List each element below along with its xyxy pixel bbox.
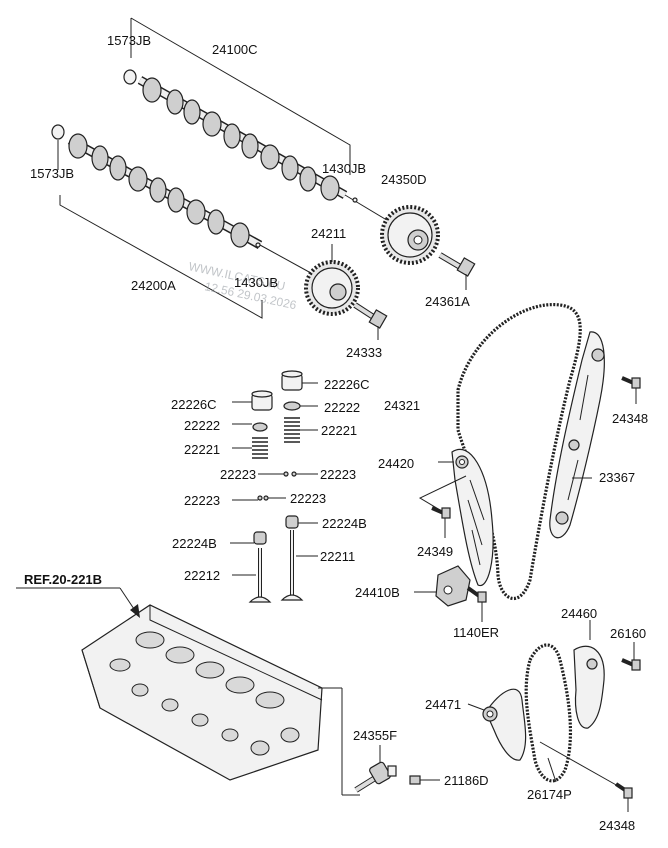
callout-22211[interactable]: 22211 <box>320 549 355 564</box>
oil-pump-chain-tensioner <box>467 688 527 761</box>
callout-22223-c[interactable]: 22223 <box>184 493 220 508</box>
callout-22223-b[interactable]: 22223 <box>320 467 356 482</box>
callout-24200a[interactable]: 24200A <box>131 278 176 293</box>
callout-24100c[interactable]: 24100C <box>212 42 258 57</box>
bolt-24333 <box>353 302 388 340</box>
callout-24333[interactable]: 24333 <box>346 345 382 360</box>
callout-24350d[interactable]: 24350D <box>381 172 427 187</box>
timing-chain <box>456 303 582 601</box>
callout-24471[interactable]: 24471 <box>425 697 461 712</box>
camshaft-leaders <box>57 17 351 319</box>
ocv-filter <box>409 775 440 785</box>
bolt-26160 <box>621 642 641 671</box>
reference-label[interactable]: REF.20-221B <box>24 572 102 587</box>
chain-guide <box>549 331 605 539</box>
callout-1573jb-top[interactable]: 1573JB <box>107 33 151 48</box>
callout-24348-bottom[interactable]: 24348 <box>599 818 635 833</box>
callout-22226c-right[interactable]: 22226C <box>324 377 370 392</box>
callout-22224b-right[interactable]: 22224B <box>322 516 367 531</box>
callout-26160[interactable]: 26160 <box>610 626 646 641</box>
bolt-24348-top <box>621 376 641 404</box>
callout-22212[interactable]: 22212 <box>184 568 220 583</box>
cylinder-head <box>81 604 360 796</box>
callout-26174p[interactable]: 26174P <box>527 787 572 802</box>
callout-24321[interactable]: 24321 <box>384 398 420 413</box>
callout-22222-right[interactable]: 22222 <box>324 400 360 415</box>
callout-24355f[interactable]: 24355F <box>353 728 397 743</box>
callout-1430jb-mid[interactable]: 1430JB <box>234 275 278 290</box>
callout-23367[interactable]: 23367 <box>599 470 635 485</box>
callout-24410b[interactable]: 24410B <box>355 585 400 600</box>
oil-control-valve <box>354 745 397 793</box>
callout-1140er[interactable]: 1140ER <box>453 625 499 640</box>
callout-22224b-left[interactable]: 22224B <box>172 536 217 551</box>
bolt-24361a <box>438 252 476 290</box>
reference-pointer <box>16 587 140 618</box>
callout-24349[interactable]: 24349 <box>417 544 453 559</box>
callout-22223-a[interactable]: 22223 <box>220 467 256 482</box>
bolt-1140er <box>466 586 487 622</box>
tensioner-arm <box>418 448 494 587</box>
callout-24361a[interactable]: 24361A <box>425 294 470 309</box>
oil-pump-chain <box>524 643 573 783</box>
bolt-24348-bottom <box>539 741 633 812</box>
exhaust-camshaft <box>123 69 391 223</box>
cvvt-sprocket <box>380 205 440 265</box>
callout-1430jb-top[interactable]: 1430JB <box>322 161 366 176</box>
callout-24348-top[interactable]: 24348 <box>612 411 648 426</box>
valve-train <box>230 370 318 603</box>
oil-pump-chain-guide <box>573 620 605 729</box>
callout-24460[interactable]: 24460 <box>561 606 597 621</box>
callout-22221-left[interactable]: 22221 <box>184 442 220 457</box>
callout-22221-right[interactable]: 22221 <box>321 423 357 438</box>
callout-22226c-left[interactable]: 22226C <box>171 397 217 412</box>
callout-24211[interactable]: 24211 <box>311 226 346 241</box>
callout-1573jb-left[interactable]: 1573JB <box>30 166 74 181</box>
bolt-24349 <box>431 506 451 538</box>
cam-sprocket <box>304 244 360 316</box>
intake-camshaft <box>51 124 321 279</box>
hydraulic-tensioner <box>414 565 471 607</box>
callout-24420[interactable]: 24420 <box>378 456 414 471</box>
callout-22223-d[interactable]: 22223 <box>290 491 326 506</box>
callout-22222-left[interactable]: 22222 <box>184 418 220 433</box>
callout-21186d[interactable]: 21186D <box>444 773 489 788</box>
